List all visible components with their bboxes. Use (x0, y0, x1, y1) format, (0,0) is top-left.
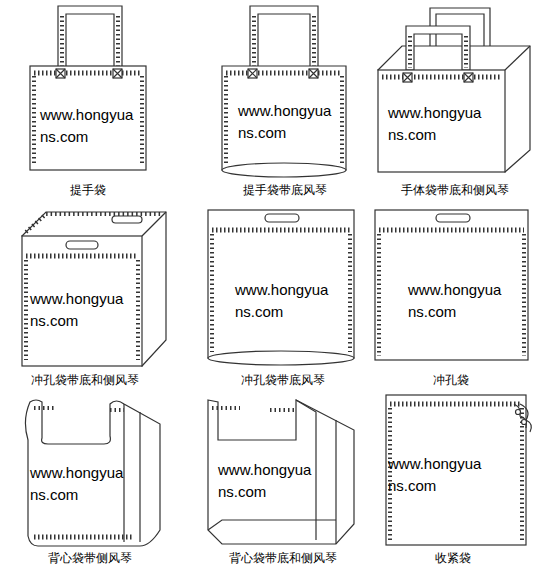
vest-bag-gussets (208, 400, 354, 544)
caption: 背心袋带侧风琴 (48, 551, 132, 565)
caption: 背心袋带底和侧风琴 (229, 551, 337, 565)
watermark: www.hongyua ns.com (218, 459, 311, 503)
punch-bag-bottom-gusset (208, 210, 354, 365)
caption: 冲孔袋 (433, 373, 469, 387)
caption: 冲孔袋带底风琴 (241, 373, 325, 387)
caption: 提手袋带底风琴 (243, 183, 327, 197)
watermark: www.hongyua ns.com (235, 279, 328, 323)
watermark: www.hongyua ns.com (40, 104, 133, 148)
watermark: www.hongyua ns.com (388, 453, 481, 497)
watermark: www.hongyua ns.com (238, 100, 331, 144)
drawstring-bag (386, 395, 531, 545)
vest-bag-side-gusset (25, 400, 160, 546)
watermark: www.hongyua ns.com (30, 462, 123, 506)
watermark: www.hongyua ns.com (408, 279, 501, 323)
caption: 提手袋 (70, 183, 106, 197)
caption: 手体袋带底和侧风琴 (401, 183, 509, 197)
punch-bag-gussets (22, 212, 166, 366)
caption: 冲孔袋带底和侧风琴 (31, 373, 139, 387)
caption: 收紧袋 (435, 551, 471, 565)
handle-bag-bottom-gusset (222, 6, 346, 177)
watermark: www.hongyua ns.com (388, 102, 481, 146)
watermark: www.hongyua ns.com (30, 288, 123, 332)
handle-bag-side-gusset (378, 8, 530, 172)
punch-bag (375, 210, 528, 360)
handle-bag (30, 6, 146, 170)
